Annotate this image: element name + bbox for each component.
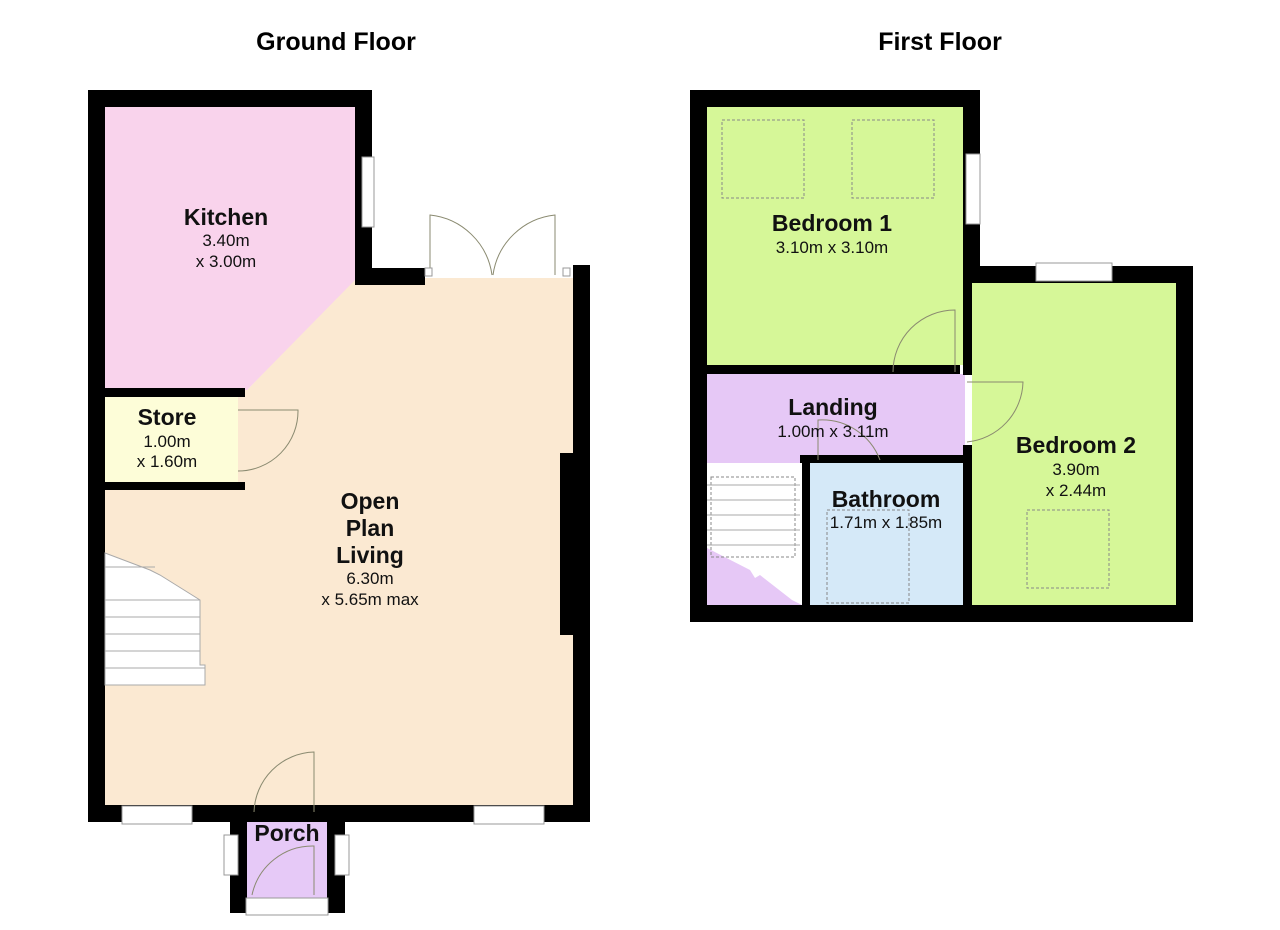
window bbox=[223, 834, 239, 876]
wall bbox=[690, 605, 1193, 622]
bedroom-1-area bbox=[707, 107, 963, 365]
bathroom-dimension: 1.71m x 1.85m bbox=[830, 513, 942, 532]
door-jamb bbox=[562, 267, 571, 277]
wall bbox=[355, 268, 425, 285]
bedroom-1-label: Bedroom 1 bbox=[772, 210, 892, 236]
living-dimension: 6.30m bbox=[346, 569, 393, 588]
kitchen-area bbox=[105, 107, 355, 390]
store-dimension: x 1.60m bbox=[137, 452, 197, 471]
wall bbox=[963, 445, 972, 605]
wall bbox=[802, 455, 810, 605]
front-door bbox=[253, 751, 315, 813]
landing-label: Landing bbox=[788, 394, 877, 420]
kitchen-dimension: x 3.00m bbox=[196, 252, 256, 271]
wall bbox=[88, 388, 245, 397]
skylight bbox=[826, 509, 910, 604]
ground-floor-title: Ground Floor bbox=[256, 28, 416, 56]
store-door bbox=[237, 409, 299, 472]
door-sill bbox=[245, 897, 329, 916]
window bbox=[361, 156, 375, 228]
window bbox=[121, 805, 193, 825]
french-door-right bbox=[492, 214, 556, 276]
living-dimension: x 5.65m max bbox=[321, 590, 419, 609]
window bbox=[334, 834, 350, 876]
bathroom-door bbox=[817, 419, 881, 461]
wall bbox=[690, 90, 980, 107]
skylight bbox=[1026, 509, 1110, 589]
first-floor-plan: Bedroom 1 3.10m x 3.10m Landing 1.00m x … bbox=[690, 90, 1193, 622]
living-label: Plan bbox=[346, 515, 395, 541]
wall bbox=[963, 283, 972, 375]
window bbox=[1035, 262, 1113, 282]
ground-floor-plan: Kitchen 3.40m x 3.00m Store 1.00m x 1.60… bbox=[88, 90, 590, 916]
kitchen-dimension: 3.40m bbox=[202, 231, 249, 250]
window bbox=[965, 153, 981, 225]
skylight bbox=[721, 119, 805, 199]
wall bbox=[690, 90, 707, 622]
bedroom-2-area bbox=[972, 283, 1176, 605]
porch-label: Porch bbox=[254, 820, 319, 846]
landing-dimension: 1.00m x 3.11m bbox=[777, 422, 888, 441]
wall bbox=[88, 90, 372, 107]
store-area bbox=[105, 397, 238, 482]
kitchen-label: Kitchen bbox=[184, 204, 268, 230]
bedroom-2-door bbox=[966, 381, 1024, 443]
bedroom-1-dimension: 3.10m x 3.10m bbox=[776, 238, 888, 257]
door-jamb bbox=[424, 267, 433, 277]
bedroom-2-dimension: x 2.44m bbox=[1046, 481, 1106, 500]
wall bbox=[560, 453, 590, 635]
staircase bbox=[104, 552, 206, 686]
first-floor-title: First Floor bbox=[878, 28, 1002, 56]
skylight bbox=[851, 119, 935, 199]
bathroom-label: Bathroom bbox=[832, 486, 941, 512]
staircase bbox=[707, 463, 802, 605]
bedroom-2-dimension: 3.90m bbox=[1052, 460, 1099, 479]
bedroom-2-label: Bedroom 2 bbox=[1016, 432, 1136, 458]
window bbox=[473, 805, 545, 825]
bathroom-area bbox=[810, 463, 963, 605]
store-dimension: 1.00m bbox=[143, 432, 190, 451]
wall bbox=[1176, 266, 1193, 622]
living-label: Open bbox=[341, 488, 400, 514]
wall bbox=[88, 482, 245, 490]
wall bbox=[707, 365, 960, 374]
wall bbox=[88, 90, 105, 822]
french-door-left bbox=[429, 214, 493, 276]
store-label: Store bbox=[138, 404, 197, 430]
porch-door bbox=[251, 845, 315, 896]
wall bbox=[800, 455, 972, 463]
bedroom-1-door bbox=[892, 309, 956, 373]
living-label: Living bbox=[336, 542, 404, 568]
